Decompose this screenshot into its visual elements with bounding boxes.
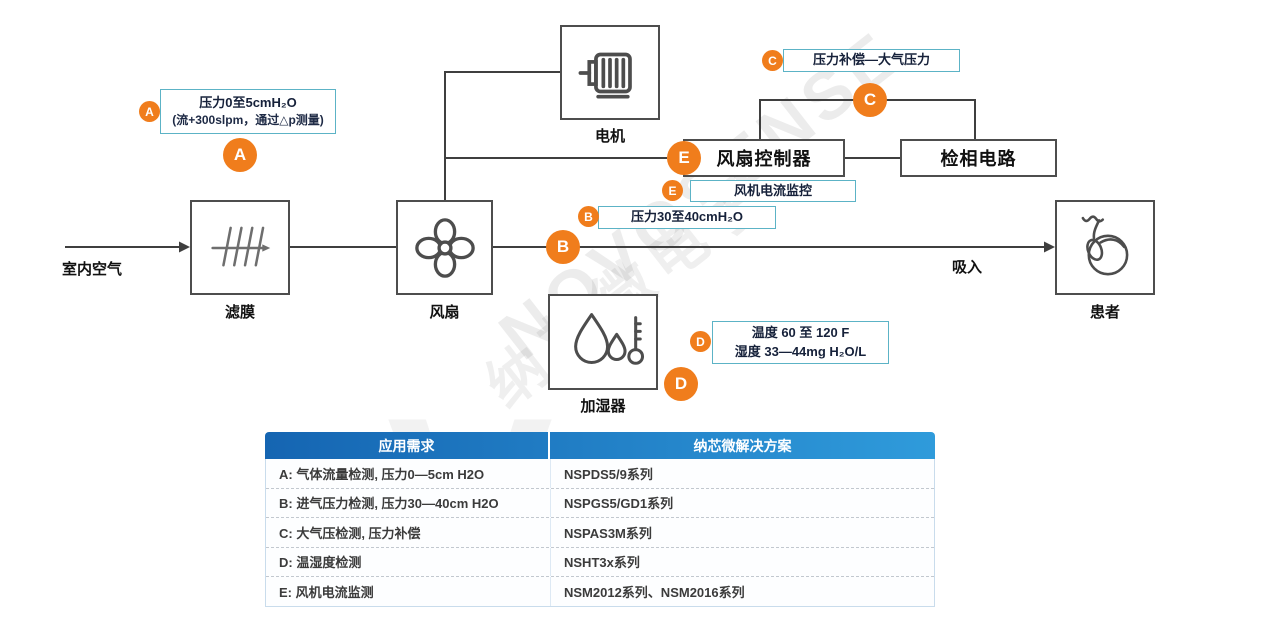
badge-a-small: A: [139, 101, 160, 122]
fan-controller-box: 风扇控制器: [683, 139, 845, 177]
need-cell: D: 温湿度检测: [266, 547, 551, 576]
humidifier-icon: [574, 313, 645, 365]
solution-cell: NSPDS5/9系列: [564, 466, 653, 482]
fan-box: [396, 200, 493, 295]
note-a-line2: (流+300slpm，通过△p测量): [172, 113, 324, 128]
solution-cell: NSHT3x系列: [564, 555, 640, 571]
humidifier-label: 加湿器: [580, 398, 626, 415]
need-cell: B: 进气压力检测, 压力30—40cm H2O: [266, 488, 551, 517]
solution-cell: NSPAS3M系列: [564, 525, 652, 541]
motor-label: 电机: [594, 128, 625, 145]
solution-cell: NSPGS5/GD1系列: [564, 496, 674, 512]
patient-mask-icon: [1081, 214, 1129, 275]
patient-label: 患者: [1089, 304, 1120, 321]
table-header-solutions: 纳芯微解决方案: [693, 437, 792, 454]
badge-d-small: D: [690, 331, 711, 352]
badge-a-large: A: [223, 138, 257, 172]
table-header-row: 应用需求 纳芯微解决方案: [265, 432, 935, 459]
need-cell: C: 大气压检测, 压力补偿: [266, 518, 551, 547]
note-b: 压力30至40cmH₂O: [598, 206, 776, 229]
arrow-into-patient: [1044, 241, 1055, 253]
note-a-line1: 压力0至5cmH₂O: [199, 95, 297, 111]
patient-box: [1055, 200, 1155, 295]
arrow-into-filter: [179, 241, 190, 253]
solutions-table: 应用需求 纳芯微解决方案 A: 气体流量检测, 压力0—5cm H2O NSPD…: [265, 432, 935, 607]
table-row: A: 气体流量检测, 压力0—5cm H2O NSPDS5/9系列: [266, 459, 934, 489]
badge-c-small: C: [762, 50, 783, 71]
need-cell: E: 风机电流监测: [266, 577, 551, 606]
need-cell: A: 气体流量检测, 压力0—5cm H2O: [266, 459, 551, 488]
badge-b-large: B: [546, 230, 580, 264]
note-b-line1: 压力30至40cmH₂O: [631, 209, 743, 225]
note-c-line1: 压力补偿—大气压力: [812, 52, 930, 68]
wire-fan-to-motor: [444, 71, 560, 200]
table-header-needs: 应用需求: [265, 432, 550, 459]
note-d-line2: 湿度 33—44mg H₂O/L: [734, 343, 867, 359]
inlet-air-label: 室内空气: [62, 261, 123, 278]
motor-icon: [578, 52, 632, 99]
table-body: A: 气体流量检测, 压力0—5cm H2O NSPDS5/9系列 B: 进气压…: [265, 459, 935, 607]
note-e-line1: 风机电流监控: [733, 182, 812, 198]
table-row: B: 进气压力检测, 压力30—40cm H2O NSPGS5/GD1系列: [266, 488, 934, 518]
note-c: 压力补偿—大气压力: [783, 49, 960, 72]
motor-box: [560, 25, 660, 120]
table-row: E: 风机电流监测 NSM2012系列、NSM2016系列: [266, 577, 934, 606]
badge-d-large: D: [664, 367, 698, 401]
filter-icon: [211, 226, 271, 267]
fan-icon: [414, 217, 475, 278]
table-row: D: 温湿度检测 NSHT3x系列: [266, 547, 934, 577]
note-a: 压力0至5cmH₂O (流+300slpm，通过△p测量): [160, 89, 336, 134]
badge-c-large: C: [853, 83, 887, 117]
note-d-line1: 温度 60 至 120 F: [751, 324, 850, 340]
solution-cell: NSM2012系列、NSM2016系列: [564, 584, 745, 600]
note-e: 风机电流监控: [690, 180, 856, 202]
fan-label: 风扇: [429, 304, 460, 321]
humidifier-box: [548, 294, 658, 390]
fan-controller-label: 风扇控制器: [716, 149, 812, 169]
filter-label: 滤膜: [224, 304, 255, 321]
badge-e-large: E: [667, 141, 701, 175]
badge-b-small: B: [578, 206, 599, 227]
table-row: C: 大气压检测, 压力补偿 NSPAS3M系列: [266, 518, 934, 548]
phase-circuit-box: 检相电路: [900, 139, 1057, 177]
note-d: 温度 60 至 120 F 湿度 33—44mg H₂O/L: [712, 321, 889, 364]
badge-e-small: E: [662, 180, 683, 201]
filter-box: [190, 200, 290, 295]
inhale-label: 吸入: [952, 259, 983, 276]
phase-circuit-label: 检相电路: [940, 149, 1017, 169]
